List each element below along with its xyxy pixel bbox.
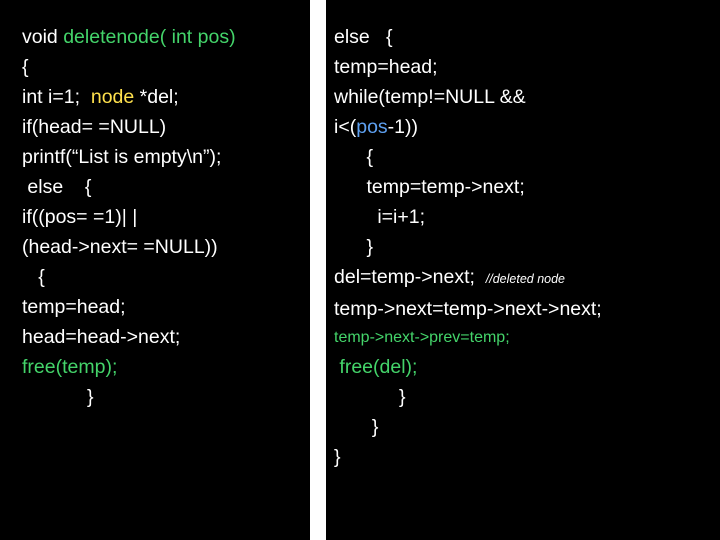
code-line: free(temp);	[22, 352, 310, 382]
right-code-column: else { temp=head; while(temp!=NULL && i<(p…	[330, 0, 720, 540]
code-token: node	[90, 86, 135, 108]
code-token: //deleted node	[485, 272, 566, 286]
code-token: else {	[22, 176, 92, 198]
code-token: if((pos= =1)| |	[22, 206, 138, 228]
code-token: void	[22, 26, 64, 48]
code-token: }	[334, 416, 379, 438]
code-token: free(del);	[334, 356, 418, 378]
code-token: }	[334, 446, 341, 468]
code-token: temp=temp->next;	[334, 176, 525, 198]
code-line: }	[334, 442, 720, 472]
code-line: printf(“List is empty\n”);	[22, 142, 310, 172]
code-token: head=head->next;	[22, 326, 181, 348]
code-token: i<(	[334, 116, 357, 138]
code-token: printf(“List is empty\n”);	[22, 146, 222, 168]
code-line: else {	[22, 172, 310, 202]
code-line: if((pos= =1)| |	[22, 202, 310, 232]
code-token: temp=head;	[334, 56, 438, 78]
code-line: }	[334, 232, 720, 262]
code-line: {	[22, 52, 310, 82]
code-line: temp->next=temp->next->next;	[334, 294, 720, 324]
code-token: while(temp!=NULL &&	[334, 86, 532, 108]
code-token: }	[334, 236, 374, 258]
code-line: i<(pos-1))	[334, 112, 720, 142]
code-line: (head->next= =NULL))	[22, 232, 310, 262]
code-token: temp=head;	[22, 296, 126, 318]
code-token: {	[22, 266, 45, 288]
code-line: }	[334, 382, 720, 412]
code-line: }	[22, 382, 310, 412]
code-line: temp=head;	[334, 52, 720, 82]
code-line: {	[22, 262, 310, 292]
code-line: head=head->next;	[22, 322, 310, 352]
code-token: int i=1;	[22, 86, 91, 108]
code-line: temp=head;	[22, 292, 310, 322]
code-token: -1))	[387, 116, 418, 138]
code-line: del=temp->next; //deleted node	[334, 262, 720, 294]
code-token: }	[22, 386, 94, 408]
code-token: {	[22, 56, 29, 78]
code-token: (head->next= =NULL))	[22, 236, 218, 258]
code-line: if(head= =NULL)	[22, 112, 310, 142]
column-divider	[310, 0, 326, 540]
code-line: i=i+1;	[334, 202, 720, 232]
code-token: deletenode( int pos)	[63, 26, 236, 48]
code-token: }	[334, 386, 406, 408]
code-line: int i=1; node *del;	[22, 82, 310, 112]
code-token: temp->next=temp->next->next;	[334, 298, 602, 320]
code-token: *del;	[134, 86, 179, 108]
code-token: else {	[334, 26, 393, 48]
code-line: }	[334, 412, 720, 442]
code-line: temp=temp->next;	[334, 172, 720, 202]
code-token: del=temp->next;	[334, 266, 486, 288]
code-line: free(del);	[334, 352, 720, 382]
left-code-column: void deletenode( int pos) { int i=1; node …	[0, 0, 310, 540]
code-token: free(temp);	[22, 356, 118, 378]
code-line: temp->next->prev=temp;	[334, 324, 720, 352]
code-line: while(temp!=NULL &&	[334, 82, 720, 112]
code-token: pos	[356, 116, 388, 138]
code-token: i=i+1;	[334, 206, 426, 228]
code-token: if(head= =NULL)	[22, 116, 167, 138]
code-line: else {	[334, 22, 720, 52]
code-line: {	[334, 142, 720, 172]
code-line: void deletenode( int pos)	[22, 22, 310, 52]
code-token: temp->next->prev=temp;	[334, 329, 510, 346]
code-token: {	[334, 146, 374, 168]
